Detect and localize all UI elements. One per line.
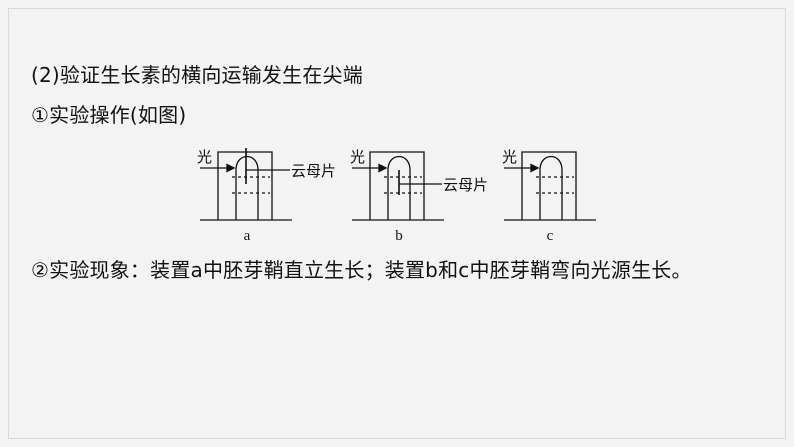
mica-label-a: 云母片 — [291, 162, 336, 180]
caption-a: a — [244, 228, 251, 244]
step-experiment-operation: ①实验操作(如图) — [31, 103, 187, 127]
apparatus-c: 光 c — [502, 148, 596, 244]
light-label-a: 光 — [197, 148, 212, 166]
slide-frame — [8, 8, 786, 439]
experiment-diagram: 光 云母片 a 光 云母片 b — [197, 148, 596, 244]
light-label-b: 光 — [350, 148, 365, 166]
apparatus-a: 光 云母片 a — [197, 148, 336, 244]
mica-label-b: 云母片 — [443, 176, 488, 194]
step-experiment-phenomenon: ②实验现象：装置a中胚芽鞘直立生长；装置b和c中胚芽鞘弯向光源生长。 — [31, 258, 692, 282]
light-label-c: 光 — [502, 148, 517, 166]
section-title: (2)验证生长素的横向运输发生在尖端 — [31, 63, 363, 87]
apparatus-b: 光 云母片 b — [350, 148, 488, 244]
caption-c: c — [547, 228, 554, 244]
caption-b: b — [395, 228, 403, 244]
